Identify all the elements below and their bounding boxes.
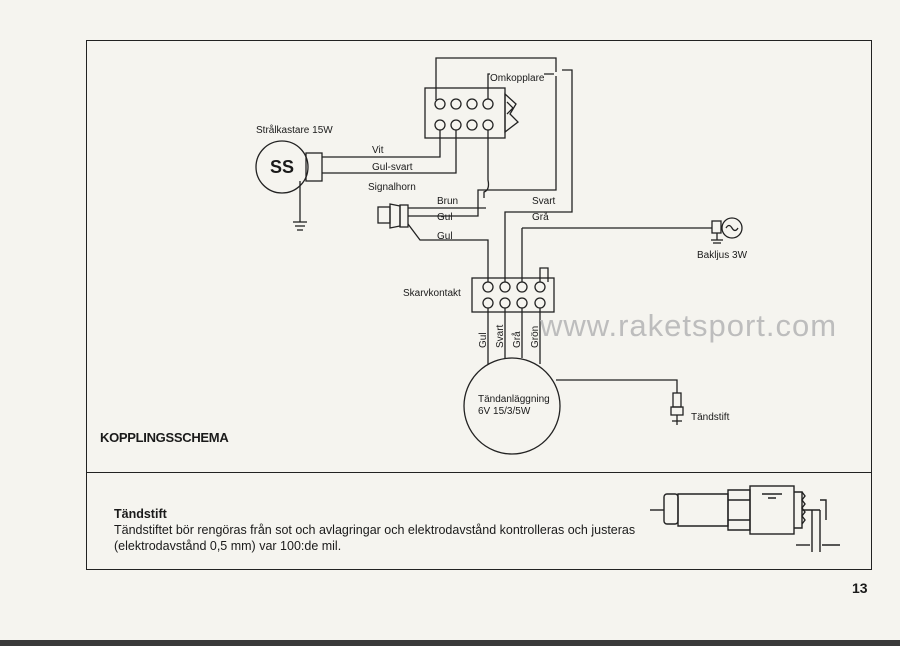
wire-label-gul-svart: Gul-svart [372, 162, 413, 173]
switch-label: Omkopplare [490, 73, 545, 84]
vertical-wire-label: Grå [512, 331, 523, 348]
wire-label-gra: Grå [532, 212, 549, 223]
section-heading: Tändstift [114, 507, 167, 521]
wire-label-brun: Brun [437, 196, 459, 207]
taillight-label: Bakljus 3W [697, 250, 748, 261]
page-bottom-edge [0, 640, 900, 646]
taillight-symbol [711, 217, 743, 244]
watermark: www.raketsport.com [540, 308, 838, 343]
switch-block [424, 87, 519, 139]
wires [322, 57, 712, 393]
ignition-label-line2: 6V 15/3/5W [478, 406, 531, 417]
vertical-wire-label: Svart [495, 324, 506, 348]
sparkplug-label: Tändstift [691, 412, 730, 423]
page-frame [86, 40, 872, 570]
junction-block [471, 277, 555, 313]
wire-label-gul-2: Gul [437, 231, 453, 242]
wire-label-vit: Vit [372, 145, 384, 156]
ignition-label-line1: Tändanläggning [478, 394, 550, 405]
vertical-wire-label: Gul [478, 332, 489, 348]
sparkplug-symbol [670, 392, 684, 425]
headlight-symbol [255, 140, 323, 231]
junction-label: Skarvkontakt [403, 288, 461, 299]
horn-symbol [377, 203, 409, 229]
large-sparkplug-illustration [650, 485, 840, 552]
wire-label-gul-1: Gul [437, 212, 453, 223]
headlight-label: Strålkastare 15W [256, 125, 333, 136]
headlight-glyph: SS [270, 157, 295, 177]
ignition-symbol [463, 357, 561, 455]
section-divider [86, 472, 872, 473]
diagram-title: KOPPLINGSSCHEMA [100, 430, 229, 445]
section-body: Tändstiftet bör rengöras från sot och av… [114, 523, 636, 553]
wire-label-svart: Svart [532, 196, 556, 207]
horn-label: Signalhorn [368, 182, 416, 193]
page-number: 13 [852, 580, 868, 596]
